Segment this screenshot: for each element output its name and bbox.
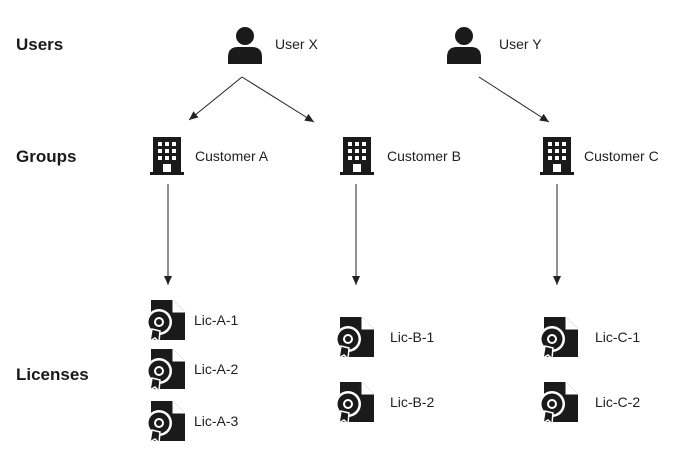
group-node-customer-c: Customer C (540, 136, 659, 176)
user-icon (228, 27, 262, 64)
license-label: Lic-B-1 (390, 329, 435, 345)
license-label: Lic-B-2 (390, 394, 435, 410)
license-node: Lic-C-2 (536, 380, 640, 424)
license-label: Lic-C-2 (595, 394, 641, 410)
user-label: User Y (499, 36, 542, 52)
group-label: Customer A (195, 148, 269, 164)
license-node: Lic-C-1 (536, 315, 640, 359)
license-label: Lic-C-1 (595, 329, 641, 345)
group-node-customer-b: Customer B (340, 136, 461, 176)
license-node: Lic-B-1 (332, 315, 434, 359)
building-icon (340, 137, 374, 175)
user-label: User X (275, 36, 318, 52)
group-label: Customer B (387, 148, 461, 164)
license-certificate-icon (539, 382, 578, 424)
license-label: Lic-A-2 (194, 361, 239, 377)
row-label-users: Users (16, 35, 64, 54)
license-label: Lic-A-3 (194, 413, 239, 429)
license-node: Lic-A-2 (143, 347, 238, 391)
user-node-y: User Y (444, 24, 542, 64)
license-certificate-icon (335, 317, 374, 359)
row-label-licenses: Licenses (16, 365, 89, 384)
license-node: Lic-A-3 (143, 399, 238, 443)
group-node-customer-a: Customer A (150, 136, 268, 176)
user-icon (447, 27, 481, 64)
license-node: Lic-A-1 (143, 298, 238, 342)
license-certificate-icon (146, 349, 185, 391)
edge-usery-customer-c (478, 76, 550, 123)
building-icon (150, 137, 184, 175)
edge-userx-customer-b (241, 76, 315, 123)
building-icon (540, 137, 574, 175)
license-node: Lic-B-2 (332, 380, 434, 424)
license-certificate-icon (146, 300, 185, 342)
group-label: Customer C (584, 148, 659, 164)
license-label: Lic-A-1 (194, 312, 239, 328)
edge-userx-customer-a (188, 76, 243, 121)
row-label-groups: Groups (16, 147, 77, 166)
license-certificate-icon (335, 382, 374, 424)
license-certificate-icon (539, 317, 578, 359)
user-node-x: User X (225, 24, 318, 64)
license-certificate-icon (146, 401, 185, 443)
